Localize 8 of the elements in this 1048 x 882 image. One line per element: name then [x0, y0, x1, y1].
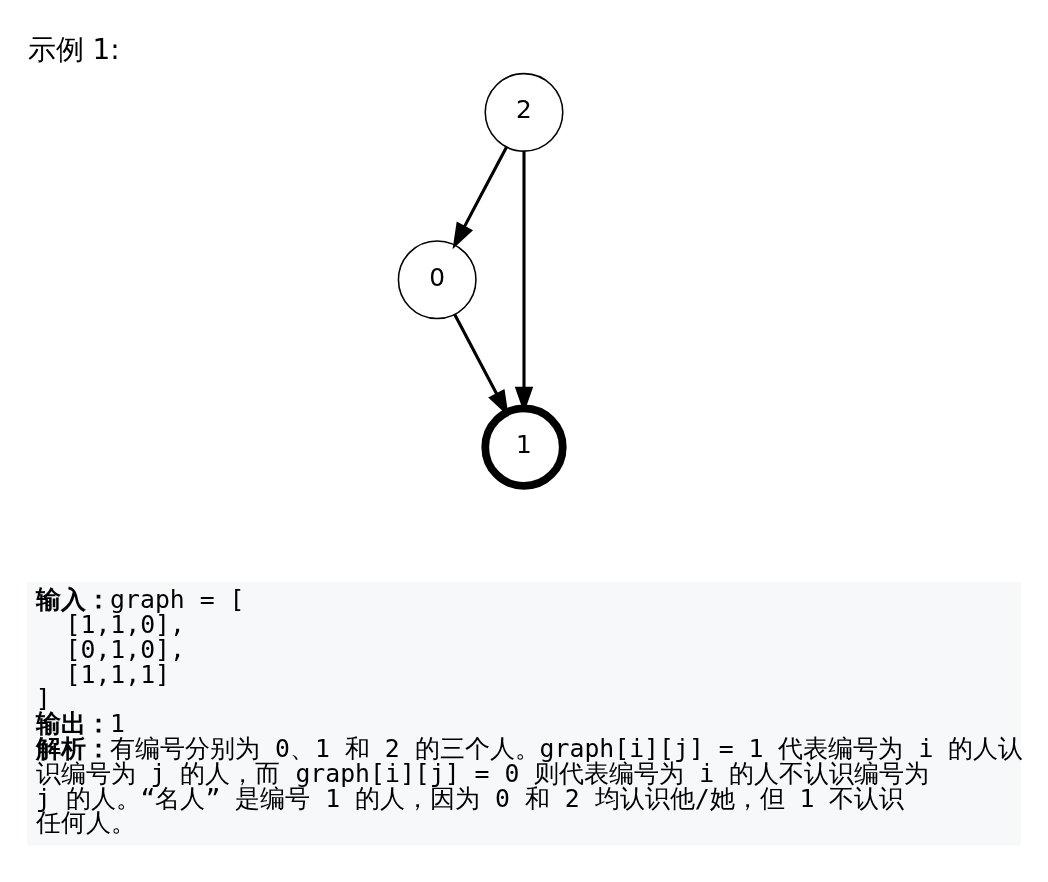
arrow	[514, 151, 534, 414]
arrow	[452, 146, 508, 250]
label: graph = [	[110, 585, 245, 615]
node-circle: 1	[481, 404, 567, 490]
arrow	[453, 313, 509, 417]
diagram-title: 示例 1:	[27, 32, 120, 66]
node-circle: 0	[397, 240, 477, 320]
node-circle: 2	[484, 72, 564, 152]
